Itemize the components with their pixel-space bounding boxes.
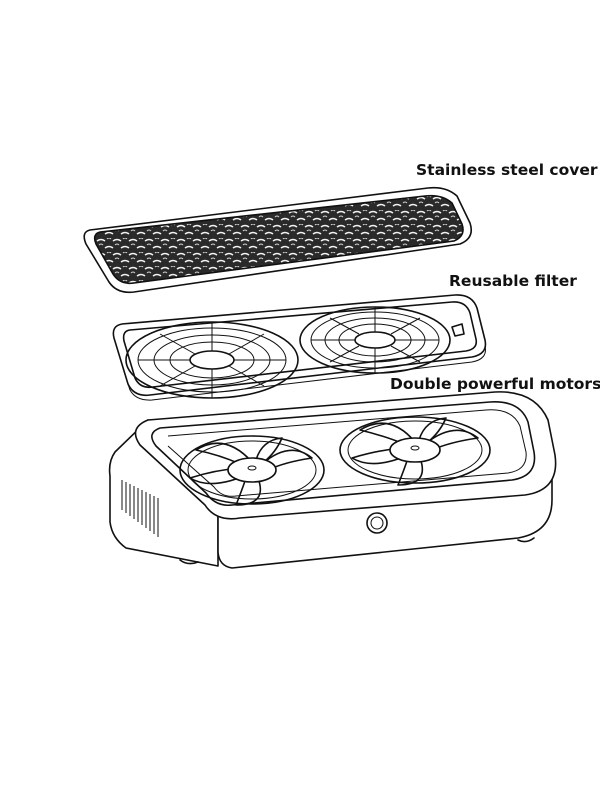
side-vent bbox=[121, 480, 159, 537]
base-unit bbox=[108, 391, 557, 569]
stainless-steel-cover bbox=[83, 186, 473, 294]
right-fan bbox=[339, 416, 491, 486]
left-filter-grille bbox=[125, 321, 299, 399]
reusable-filter bbox=[112, 294, 487, 401]
stainless-steel-cover-label: Stainless steel cover bbox=[416, 161, 598, 179]
power-button-icon bbox=[366, 512, 388, 534]
right-filter-grille bbox=[299, 306, 451, 374]
double-motors-label: Double powerful motors bbox=[390, 375, 600, 393]
left-fan bbox=[179, 435, 325, 506]
reusable-filter-label: Reusable filter bbox=[449, 272, 577, 290]
